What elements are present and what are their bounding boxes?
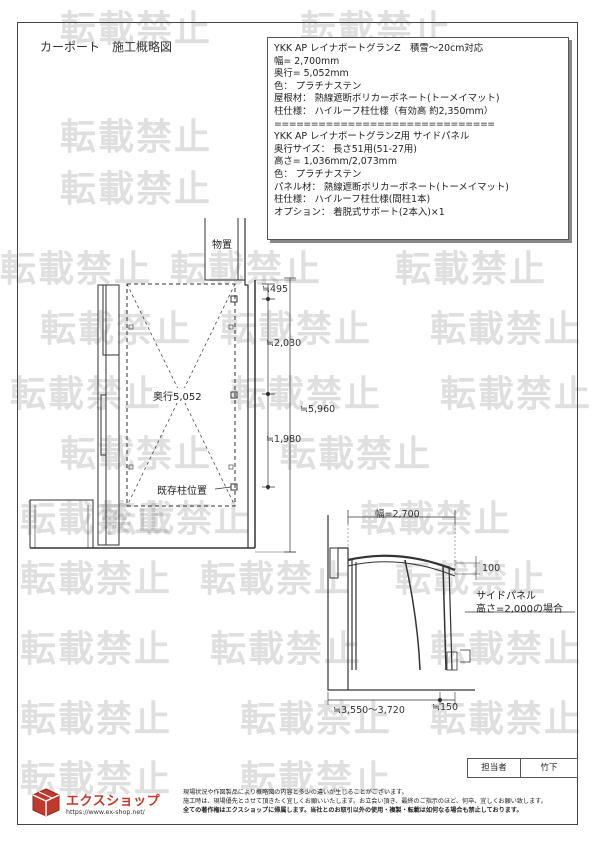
- spec-panel-depth: 奥行サイズ： 長さ51用(51-27用): [274, 143, 417, 155]
- spec-panel-material: パネル材： 熱線遮断ポリカーボネート(トーメイマット): [274, 181, 509, 193]
- roof-profile: [347, 554, 456, 572]
- spec-product-line: YKK AP レイナポートグランZ 積雪～20cm対応: [274, 43, 484, 54]
- spec-post: 柱仕様： ハイルーフ柱仕様（有効高 約2,350mm）: [274, 105, 494, 117]
- staff-stamp-table: 担当者 竹下: [467, 758, 578, 778]
- existing-post-label: 既存柱位置: [156, 482, 208, 497]
- window-outline: [100, 394, 107, 456]
- spec-roof-material: 屋根材： 熱線遮断ポリカーボネート(トーメイマット): [274, 93, 500, 105]
- dim-span: ≒3,550～3,720: [333, 705, 405, 716]
- side-panel-height-label: 高さ=2,000の場合: [476, 604, 564, 615]
- spec-separator: ==============================: [274, 118, 495, 130]
- side-panel-label: サイドパネル: [476, 591, 536, 602]
- spec-depth: 奥行= 5,052mm: [274, 68, 349, 80]
- notice-line: 現場状況や作図製品により概略図の内容と多少の違いが生じることがございます。: [183, 789, 408, 796]
- dim-495: ≒495: [262, 284, 289, 295]
- dim-5960: ≒5,960: [300, 404, 336, 415]
- drawing-sheet-frame: [17, 22, 578, 825]
- logo-url: https://www.ex-shop.net/: [66, 809, 145, 816]
- company-logo: エクスショップ https://www.ex-shop.net/: [30, 782, 165, 820]
- staff-name: 竹下: [540, 763, 558, 773]
- elevation-post: [442, 565, 447, 671]
- elevation-width-label: 幅=2,700: [375, 509, 420, 520]
- staff-role-label: 担当者: [468, 759, 521, 777]
- spec-panel-product: YKK AP レイナポートグランZ用 サイドパネル: [274, 131, 470, 143]
- spec-panel-height: 高さ= 1,036mm/2,073mm: [274, 156, 397, 168]
- spec-width: 幅= 2,700mm: [274, 55, 340, 67]
- dim-150: ≒150: [432, 702, 459, 713]
- logo-text: エクスショップ: [66, 794, 161, 809]
- spec-panel-color: 色： プラチナステン: [274, 168, 362, 180]
- storage-label: 物置: [212, 240, 232, 251]
- dim-100: 100: [482, 563, 501, 574]
- footer-notice: 現場状況や作図製品により概略図の内容と多少の違いが生じることがございます。 施工…: [183, 788, 578, 815]
- spec-panel-post: 柱仕様： ハイルーフ柱仕様(間柱1本): [274, 194, 431, 206]
- dim-1980: ≒1,980: [266, 434, 302, 445]
- house-step-outline: [29, 499, 94, 548]
- house-wall-outline: [97, 284, 107, 546]
- box-logo-icon: [32, 788, 60, 817]
- spec-color: 色： プラチナステン: [274, 80, 362, 92]
- spec-option: オプション： 着脱式サポート(2本入)×1: [274, 206, 445, 218]
- spec-box: YKK AP レイナポートグランZ 積雪～20cm対応 幅= 2,700mm 奥…: [267, 37, 569, 240]
- drawing-title: カーポート 施工概略図: [40, 40, 173, 54]
- depth-label: 奥行5,052: [152, 388, 203, 403]
- dim-2030: ≒2,030: [266, 338, 302, 349]
- notice-line: 全ての著作権はエクスショップに帰属します。当社とのお取引以外の使用・複製・転載は…: [183, 807, 523, 814]
- elevation-ground: [327, 515, 475, 691]
- carport-roof-outline: [126, 283, 236, 507]
- notice-line: 施工時は、現場優先とさせて頂きたく宜しくお願いいたします。お立会い頂き、最終のご…: [183, 798, 547, 805]
